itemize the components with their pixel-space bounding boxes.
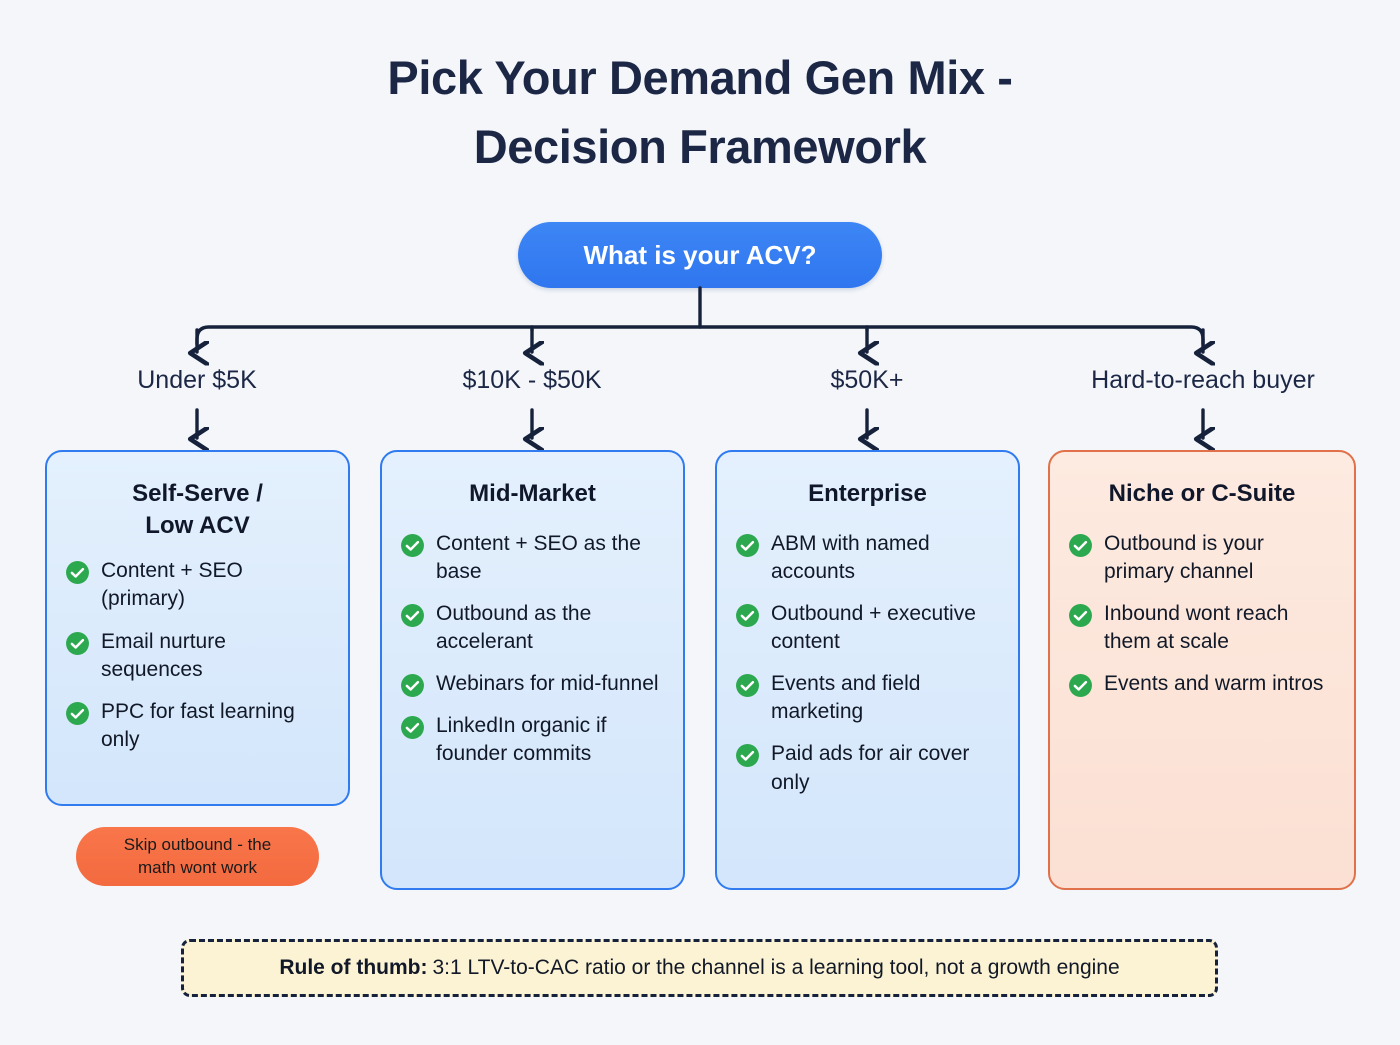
list-item-label: Content + SEO (primary): [101, 559, 243, 611]
list-item-label: ABM with named accounts: [771, 531, 930, 583]
check-circle-icon: [66, 701, 89, 725]
list-item-label: PPC for fast learning only: [101, 699, 295, 751]
list-item-label: Inbound wont reach them at scale: [1104, 601, 1289, 654]
list-item-label: Email nurture sequences: [101, 629, 226, 681]
check-circle-icon: [66, 561, 89, 585]
page-title-line-2: Decision Framework: [473, 119, 927, 173]
outcome-card-enterprise[interactable]: Enterprise ABM with named accounts Outbo…: [715, 450, 1020, 890]
branch-label-3: $50K+: [830, 366, 904, 394]
outcome-card-mid-market[interactable]: Mid-Market Content + SEO as the base Out…: [380, 450, 685, 890]
list-item: Outbound as the accelerant: [400, 600, 665, 656]
check-circle-icon: [1069, 674, 1092, 698]
list-item-label: Events and field marketing: [771, 672, 921, 724]
warning-pill-line-2: math wont work: [137, 857, 258, 877]
page-title: Pick Your Demand Gen Mix - Decision Fram…: [0, 44, 1400, 181]
warning-pill-line-1: Skip outbound - the: [123, 835, 272, 855]
outcome-card-self-serve[interactable]: Self-Serve / Low ACV Content + SEO (prim…: [45, 450, 350, 806]
branch-label-2: $10K - $50K: [462, 366, 602, 394]
card-title-self-serve: Self-Serve / Low ACV: [65, 478, 330, 541]
check-circle-icon: [736, 744, 759, 768]
list-item-label: Outbound is your primary channel: [1104, 531, 1264, 583]
list-item-label: Outbound + executive content: [771, 601, 976, 654]
card-bullet-list-mid-market: Content + SEO as the base Outbound as th…: [400, 530, 665, 769]
outcome-card-niche-c-suite[interactable]: Niche or C-Suite Outbound is your primar…: [1048, 450, 1356, 890]
list-item-label: Webinars for mid-funnel: [436, 672, 659, 696]
card-bullet-list-niche-c-suite: Outbound is your primary channel Inbound…: [1068, 530, 1336, 699]
connector-bus: [195, 325, 1205, 346]
list-item-label: Content + SEO as the base: [436, 531, 641, 583]
check-circle-icon: [736, 603, 759, 627]
check-circle-icon: [401, 603, 424, 627]
list-item-label: Outbound as the accelerant: [436, 601, 592, 654]
card-title-line-1: Self-Serve /: [132, 480, 263, 507]
list-item-label: LinkedIn organic if founder commits: [436, 714, 607, 766]
list-item: Webinars for mid-funnel: [400, 670, 665, 698]
list-item-label: Paid ads for air cover only: [771, 742, 970, 794]
root-decision-label: What is your ACV?: [583, 239, 817, 270]
check-circle-icon: [66, 631, 89, 655]
card-title-line-2: Low ACV: [145, 511, 250, 539]
list-item: ABM with named accounts: [735, 530, 1000, 586]
list-item: Events and field marketing: [735, 670, 1000, 726]
check-circle-icon: [1069, 603, 1092, 627]
list-item: Inbound wont reach them at scale: [1068, 600, 1336, 656]
check-circle-icon: [736, 674, 759, 698]
card-bullet-list-self-serve: Content + SEO (primary) Email nurture se…: [65, 557, 330, 754]
check-circle-icon: [401, 716, 424, 740]
check-circle-icon: [736, 533, 759, 557]
list-item: Content + SEO (primary): [65, 557, 330, 613]
check-circle-icon: [1069, 533, 1092, 557]
footer-rule-text: 3:1 LTV-to-CAC ratio or the channel is a…: [432, 956, 1120, 979]
check-circle-icon: [401, 533, 424, 557]
branch-label-4: Hard-to-reach buyer: [1091, 366, 1315, 394]
list-item-label: Events and warm intros: [1104, 672, 1324, 696]
list-item: LinkedIn organic if founder commits: [400, 712, 665, 768]
card-title-enterprise: Enterprise: [808, 480, 927, 507]
list-item: Email nurture sequences: [65, 628, 330, 684]
branch-label-1: Under $5K: [137, 366, 257, 394]
card-title-mid-market: Mid-Market: [469, 480, 596, 507]
footer-rule-of-thumb: Rule of thumb: 3:1 LTV-to-CAC ratio or t…: [181, 939, 1218, 997]
list-item: Events and warm intros: [1068, 670, 1336, 698]
list-item: Paid ads for air cover only: [735, 740, 1000, 796]
list-item: Outbound is your primary channel: [1068, 530, 1336, 586]
list-item: Content + SEO as the base: [400, 530, 665, 586]
list-item: Outbound + executive content: [735, 600, 1000, 656]
card-title-niche-c-suite: Niche or C-Suite: [1108, 480, 1296, 507]
warning-pill-skip-outbound: Skip outbound - the math wont work: [76, 827, 319, 886]
footer-rule-label: Rule of thumb:: [279, 956, 428, 979]
list-item: PPC for fast learning only: [65, 698, 330, 754]
card-bullet-list-enterprise: ABM with named accounts Outbound + execu…: [735, 530, 1000, 797]
check-circle-icon: [401, 674, 424, 698]
root-decision-node[interactable]: What is your ACV?: [518, 222, 882, 288]
page-title-line-1: Pick Your Demand Gen Mix -: [387, 51, 1013, 104]
